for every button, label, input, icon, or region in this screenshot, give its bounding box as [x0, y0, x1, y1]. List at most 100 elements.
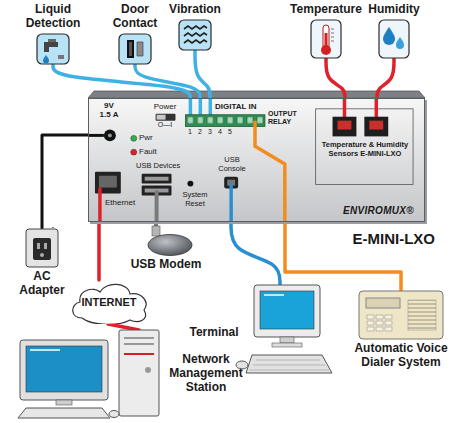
door-contact-sensor-icon [118, 33, 152, 65]
terminal-computer-icon-part [272, 343, 302, 347]
cable [326, 59, 345, 98]
humidity-sensor-label: Humidity [368, 3, 419, 17]
ac-adapter: AC Adapter [14, 228, 70, 298]
port-label: Ethernet [105, 198, 145, 207]
ac-adapter-icon-part [40, 253, 44, 257]
network-management-station-icon-part [145, 367, 151, 373]
port-label: DIGITAL IN [215, 102, 267, 111]
network-management-station-icon-part [26, 346, 102, 392]
input-number: 1 [186, 128, 194, 136]
humidity-sensor-icon [378, 19, 410, 59]
automatic-voice-dialer-icon-part [366, 314, 393, 332]
door-contact-sensor-icon-part [129, 42, 132, 56]
terminal-computer-icon-part [260, 291, 314, 329]
temperature-sensor-icon-part [331, 29, 334, 41]
automatic-voice-dialer-icon [358, 290, 444, 340]
liquid-detection-sensor-icon-part [44, 42, 58, 52]
enviromux-unit: ENVIROMUX® [88, 98, 425, 222]
enviromux-unit-outline-part [89, 134, 104, 137]
ac-adapter-icon-part [53, 227, 54, 228]
enviromux-unit-label: ENVIROMUX® [343, 205, 414, 217]
network-management-station-icon-part [20, 340, 108, 400]
enviromux-unit-outline-part [145, 177, 169, 181]
network-management-station: Network Management Station [20, 330, 248, 418]
cable [135, 65, 200, 98]
cable [231, 222, 280, 285]
usb-modem-label: USB Modem [131, 258, 202, 272]
temperature-sensor-label: Temperature [290, 3, 362, 17]
cable [285, 222, 401, 290]
enviromux-unit-outline [89, 99, 424, 221]
network-management-station-icon-part [20, 330, 160, 418]
terminal-computer-icon-part [264, 294, 284, 296]
liquid-detection-sensor-icon-part [48, 39, 56, 42]
vibration-sensor: Vibration [160, 3, 230, 51]
button-label: System Reset [178, 191, 212, 208]
vibration-sensor-icon-part [184, 26, 207, 43]
enviromux-unit-outline-part [369, 121, 383, 130]
led-label: Fault [139, 147, 165, 156]
input-number: 5 [226, 128, 234, 136]
door-contact-sensor-icon-part [118, 33, 152, 65]
panel-label: Temperature & Humidity Sensors E-MINI-LX… [320, 141, 410, 158]
cable [42, 135, 88, 228]
liquid-detection-sensor: Liquid Detection [18, 3, 88, 65]
enviromux-unit-outline-part [185, 115, 265, 127]
liquid-detection-sensor-icon-part [36, 33, 70, 65]
network-management-station-icon-part [124, 338, 154, 344]
liquid-detection-sensor-icon-part [43, 55, 49, 64]
automatic-voice-dialer-icon-part [358, 290, 444, 340]
network-management-station-icon-part [109, 411, 119, 418]
network-management-station-icon [20, 330, 160, 418]
terminal-computer-label: Terminal [186, 326, 242, 340]
internet-cloud: INTERNET [68, 280, 150, 324]
ac-adapter-icon-part [33, 238, 51, 260]
enviromux-unit-outline-part [364, 117, 388, 137]
enviromux-unit-outline-part [255, 121, 285, 221]
input-number: 3 [206, 128, 214, 136]
led-label: Pwr [139, 133, 161, 142]
network-management-station-icon-part [56, 400, 72, 405]
temperature-sensor-icon-part [321, 45, 331, 55]
enviromux-unit-outline-part [99, 176, 117, 188]
enviromux-unit-outline-part [156, 114, 176, 121]
ac-adapter-icon-part [26, 229, 58, 267]
door-contact-sensor-icon-part [137, 42, 143, 56]
enviromux-unit-outline-part [187, 181, 193, 187]
liquid-detection-sensor-icon-part [58, 55, 64, 59]
cable [154, 222, 158, 226]
ac-adapter-label: AC Adapter [14, 270, 70, 298]
enviromux-unit-outline-part [98, 188, 101, 221]
switch-marking: O—I [150, 121, 180, 129]
usb-modem-icon [138, 226, 194, 256]
network-management-station-icon-part [18, 408, 110, 418]
cable [195, 51, 210, 98]
ac-adapter-icon-part [44, 243, 47, 249]
port-label: OUTPUT RELAY [268, 110, 306, 126]
enviromux-unit-outline-part [157, 115, 166, 120]
terminal-computer-icon-part [246, 355, 332, 373]
ac-adapter-icon [25, 228, 59, 268]
network-management-station-icon-part [124, 353, 154, 355]
humidity-sensor-icon-part [378, 19, 410, 59]
liquid-detection-sensor-label: Liquid Detection [18, 3, 88, 31]
terminal-computer-icon-part [280, 337, 294, 343]
usb-modem-icon-part [148, 235, 192, 256]
automatic-voice-dialer-icon-part [408, 300, 436, 330]
model-name: E-MINI-LXO [325, 230, 435, 247]
terminal-computer-icon-part [250, 360, 329, 370]
terminal-computer-icon-part [246, 285, 336, 381]
door-contact-sensor-label: Door Contact [100, 3, 170, 31]
network-management-station-icon-part [119, 330, 159, 416]
temperature-sensor-icon-part [311, 20, 341, 58]
humidity-sensor: Humidity [358, 3, 430, 59]
internet-cloud-outline-part [73, 284, 146, 324]
power-rating: 9V 1.5 A [98, 101, 120, 119]
automatic-voice-dialer-icon-part [366, 298, 400, 308]
vibration-sensor-icon [178, 19, 212, 51]
door-contact-sensor: Door Contact [100, 3, 170, 65]
humidity-sensor-icon-part [379, 20, 409, 58]
door-contact-sensor-icon-part [127, 40, 134, 58]
